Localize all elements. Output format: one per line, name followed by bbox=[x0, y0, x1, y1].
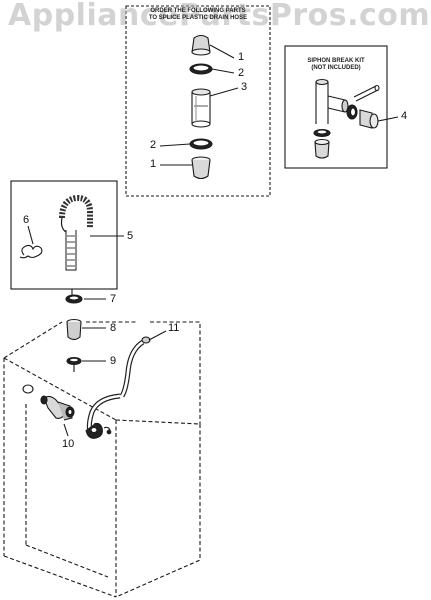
inlet-hose-part-11 bbox=[119, 336, 151, 398]
siphon-box-title-line-1: SIPHON BREAK KIT bbox=[307, 58, 365, 64]
leader-2-bottom bbox=[159, 143, 191, 147]
leader-6 bbox=[27, 225, 34, 245]
leader-11 bbox=[148, 330, 167, 341]
drain-elbow-part-10 bbox=[22, 384, 75, 421]
splice-part-1-bottom bbox=[191, 156, 211, 180]
siphon-break-kit-box bbox=[284, 45, 388, 169]
callout-8: 8 bbox=[110, 322, 117, 334]
callout-1-bottom: 1 bbox=[150, 158, 157, 170]
callout-2-top: 2 bbox=[238, 67, 245, 79]
callout-10: 10 bbox=[62, 438, 75, 450]
clamp-ring-part-7 bbox=[65, 294, 83, 304]
splice-part-2-top bbox=[189, 63, 213, 75]
leader-1-top bbox=[209, 44, 235, 59]
callout-7: 7 bbox=[110, 293, 117, 305]
washer-cabinet bbox=[3, 321, 201, 598]
callout-1-top: 1 bbox=[238, 51, 245, 63]
callout-5: 5 bbox=[127, 230, 134, 242]
leader-10 bbox=[63, 423, 69, 437]
clamp-part-9 bbox=[66, 356, 82, 372]
leader-3 bbox=[209, 87, 239, 97]
leader-4 bbox=[377, 116, 399, 122]
splice-box-title-line-2: TO SPLICE PLASTIC DRAIN HOSE bbox=[148, 15, 248, 21]
splice-part-3-connector bbox=[191, 88, 211, 128]
cabinet-drain-hose bbox=[85, 393, 121, 439]
callout-4: 4 bbox=[401, 110, 408, 122]
siphon-box-title-line-2: (NOT INCLUDED) bbox=[311, 65, 361, 71]
callout-9: 9 bbox=[110, 355, 117, 367]
splice-part-1-top bbox=[191, 34, 211, 56]
callout-11: 11 bbox=[168, 322, 180, 334]
callout-2-bottom: 2 bbox=[150, 139, 157, 151]
splice-box-title-line-1: ORDER THE FOLLOWING PARTS bbox=[150, 8, 246, 14]
splice-part-2-bottom bbox=[189, 138, 213, 150]
siphon-tee-fitting bbox=[313, 78, 349, 159]
leader-2-top bbox=[211, 68, 235, 74]
callout-6: 6 bbox=[23, 214, 30, 226]
splice-parts-box bbox=[125, 5, 271, 197]
drain-hose-box bbox=[10, 180, 118, 290]
siphon-small-tube bbox=[353, 84, 380, 102]
siphon-side-connectors bbox=[346, 104, 379, 129]
coupler-part-8 bbox=[66, 318, 82, 341]
wire-clamp bbox=[19, 244, 43, 259]
corrugated-drain-hose bbox=[59, 194, 93, 271]
callout-3: 3 bbox=[241, 81, 248, 93]
